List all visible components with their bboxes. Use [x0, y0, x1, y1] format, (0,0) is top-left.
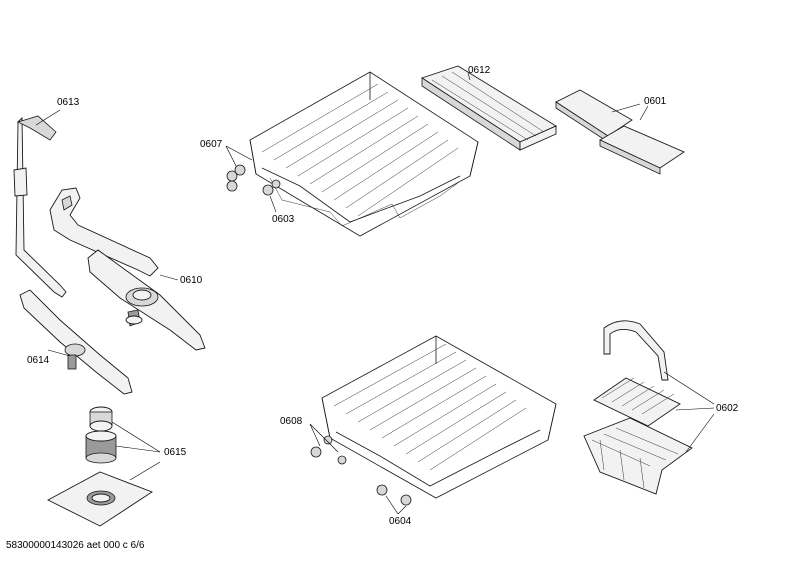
- callout-0603: 0603: [272, 214, 295, 225]
- cutlery-basket-part: [583, 320, 715, 495]
- callout-0601: 0601: [644, 96, 667, 107]
- callout-0614: 0614: [27, 355, 50, 366]
- supply-pipe-part: [13, 109, 67, 298]
- cup-rack-part: [420, 65, 557, 151]
- filter-set-part: [47, 406, 161, 527]
- callout-0607: 0607: [200, 139, 223, 150]
- callout-0613: 0613: [57, 97, 80, 108]
- upper-spray-arm-part: [49, 187, 206, 351]
- callout-0610: 0610: [180, 275, 203, 286]
- callout-0612: 0612: [468, 65, 491, 76]
- callout-0615: 0615: [164, 447, 187, 458]
- callout-0608: 0608: [280, 416, 303, 427]
- upper-basket-part: [225, 71, 479, 237]
- lower-spray-arm-part: [19, 289, 133, 395]
- callout-0602: 0602: [716, 403, 739, 414]
- cutlery-insert-part: [555, 89, 685, 175]
- document-reference-footer: 58300000143026 aet 000 c 6/6: [6, 540, 145, 551]
- lower-roller-set: [310, 435, 412, 506]
- lower-basket-part: [309, 335, 557, 515]
- callout-0604: 0604: [389, 516, 412, 527]
- basket-roller-set: [226, 164, 281, 196]
